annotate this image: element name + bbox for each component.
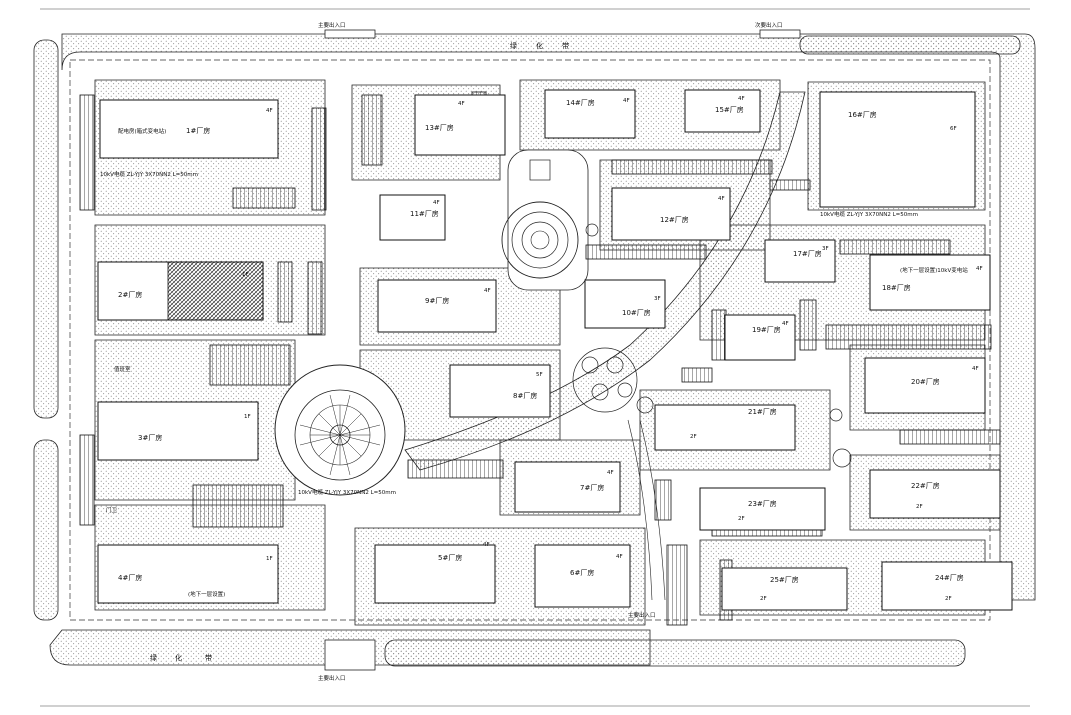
floor-label-5: 4F: [483, 542, 490, 548]
cable-note-1: 10kV电缆 ZL-YJY 3X70NN2 L=50mm: [100, 170, 198, 178]
central-roundabout: [274, 364, 406, 496]
entrance-bottom-left: 主要出入口: [318, 674, 346, 682]
floor-label-17: 3F: [822, 246, 829, 252]
floor-label-22: 2F: [916, 504, 923, 510]
floor-label-9: 4F: [484, 288, 491, 294]
basement-note-1: (地下一层设置): [188, 590, 225, 598]
floor-label-13: 4F: [458, 101, 465, 107]
floor-label-8: 5F: [536, 372, 543, 378]
building-footprints: [97, 89, 1013, 611]
floor-label-14: 4F: [623, 98, 630, 104]
floor-labels: 4F 1F 1F 1F 4F 4F 4F 5F 4F 3F 4F 4F 4F 4…: [242, 96, 983, 602]
building-label-23: 23#厂房: [748, 499, 777, 508]
building-label-7: 7#厂房: [580, 483, 604, 492]
floor-label-11: 4F: [433, 200, 440, 206]
floor-label-3: 1F: [244, 414, 251, 420]
building-label-11: 11#厂房: [410, 209, 439, 218]
floor-label-20: 4F: [972, 366, 979, 372]
entrance-bottom-right: 主要出入口: [628, 611, 656, 619]
floor-label-18: 4F: [976, 266, 983, 272]
substation-label: 配电房(箱式变电站): [118, 127, 166, 135]
floor-label-12: 4F: [718, 196, 725, 202]
floor-label-15: 4F: [738, 96, 745, 102]
basement-note-2: (地下一层设置)10kV变电站: [900, 266, 968, 274]
building-label-6: 6#厂房: [570, 568, 594, 577]
axis-ticks: [40, 8, 1030, 707]
building-label-13: 13#厂房: [425, 123, 454, 132]
greenbelt-top-3: 带: [562, 42, 569, 50]
building-label-10: 10#厂房: [622, 308, 651, 317]
site-boundary: [69, 59, 991, 621]
floor-label-10: 3F: [654, 296, 661, 302]
entrance-top-left: 主要出入口: [318, 21, 346, 29]
building-label-5: 5#厂房: [438, 553, 462, 562]
building-label-19: 19#厂房: [752, 325, 781, 334]
building-label-17: 17#厂房: [793, 249, 822, 258]
building-label-24: 24#厂房: [935, 573, 964, 582]
outer-greenbelt: [33, 33, 1036, 667]
greenbelt-top-1: 绿: [510, 41, 517, 50]
building-label-2: 2#厂房: [118, 290, 142, 299]
entrance-top-right: 次要出入口: [755, 21, 783, 29]
building-label-9: 9#厂房: [425, 296, 449, 305]
building-label-12: 12#厂房: [660, 215, 689, 224]
greenbelt-bottom-3: 带: [205, 654, 212, 662]
floor-label-7: 4F: [607, 470, 614, 476]
guard-label-2: 门卫: [106, 506, 118, 514]
building-label-25: 25#厂房: [770, 575, 799, 584]
floor-label-23: 2F: [738, 516, 745, 522]
building-label-14: 14#厂房: [566, 98, 595, 107]
floor-label-24: 2F: [945, 596, 952, 602]
floor-label-2: 1F: [242, 272, 249, 278]
building-label-22: 22#厂房: [911, 481, 940, 490]
building-label-15: 15#厂房: [715, 105, 744, 114]
building-label-3: 3#厂房: [138, 433, 162, 442]
garden-feature: [572, 347, 852, 468]
cable-note-2: 10kV电缆 ZL-YJY 3X70NN2 L=50mm: [820, 210, 918, 218]
fountain-plaza: [501, 149, 599, 291]
greenbelt-bottom-1: 绿: [150, 653, 157, 662]
building-label-20: 20#厂房: [911, 377, 940, 386]
greenbelt-bottom-2: 化: [175, 653, 182, 662]
floor-label-16: 6F: [950, 126, 957, 132]
guard-label-1: 值班室: [114, 365, 131, 373]
floor-label-4: 1F: [266, 556, 273, 562]
building-label-8: 8#厂房: [513, 391, 537, 400]
building-label-16: 16#厂房: [848, 110, 877, 119]
floor-label-19: 4F: [782, 321, 789, 327]
floor-label-25: 2F: [760, 596, 767, 602]
building-label-1: 1#厂房: [186, 126, 210, 135]
building-label-18: 18#厂房: [882, 283, 911, 292]
building-labels: 1#厂房 2#厂房 3#厂房 4#厂房 5#厂房 6#厂房 7#厂房 8#厂房 …: [118, 98, 964, 584]
floor-label-21: 2F: [690, 434, 697, 440]
building-label-21: 21#厂房: [748, 407, 777, 416]
cable-note-3: 10kV电缆 ZL-YJY 3X70NN2 L=50mm: [298, 488, 396, 496]
building-label-4: 4#厂房: [118, 573, 142, 582]
floor-label-1: 4F: [266, 108, 273, 114]
annotations: 配电房(箱式变电站) 10kV电缆 ZL-YJY 3X70NN2 L=50mm …: [100, 21, 968, 682]
greenbelt-top-2: 化: [536, 41, 543, 50]
entry-gaps: [324, 29, 801, 671]
floor-label-6: 4F: [616, 554, 623, 560]
